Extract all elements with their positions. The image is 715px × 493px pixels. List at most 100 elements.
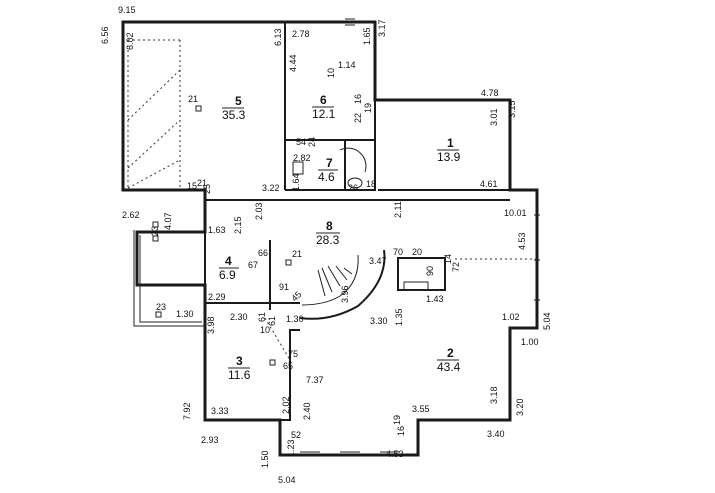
dimension: 1.50 bbox=[260, 450, 270, 468]
dimension: 14 bbox=[443, 254, 453, 264]
dimension: 3.20 bbox=[515, 398, 525, 416]
dimension: 2.15 bbox=[233, 216, 243, 234]
dimension: 3.17 bbox=[377, 19, 387, 37]
dimension: 2.40 bbox=[302, 402, 312, 420]
dimension-labels: 9.15 6.56 6.02 6.13 2.78 1.65 3.17 4.44 … bbox=[100, 5, 552, 485]
dimension: 10 bbox=[260, 325, 270, 335]
dimension: 2.93 bbox=[201, 435, 219, 445]
dimension: 4.53 bbox=[517, 232, 527, 250]
dimension: 2.78 bbox=[292, 29, 310, 39]
dimension: 4.78 bbox=[481, 88, 499, 98]
dimension: 2.02 bbox=[281, 396, 291, 414]
dimension: 2.11 bbox=[393, 201, 403, 218]
dimension: 4.44 bbox=[288, 54, 298, 72]
dimension: 3.47 bbox=[369, 256, 387, 266]
dimension: 22 bbox=[353, 113, 363, 123]
room-area: 4.6 bbox=[318, 170, 335, 184]
dimension: 75 bbox=[288, 349, 298, 359]
dimension: 23 bbox=[156, 302, 166, 312]
dimension: 6.13 bbox=[273, 28, 283, 46]
room-area: 11.6 bbox=[228, 368, 251, 382]
dimension: 6.02 bbox=[125, 32, 135, 50]
windows bbox=[300, 18, 540, 453]
dimension: 9.15 bbox=[118, 5, 136, 15]
dimension: 3.22 bbox=[262, 183, 280, 193]
room-number: 2 bbox=[447, 346, 454, 360]
dimension: 61 bbox=[267, 316, 277, 326]
dimension: 4.53 bbox=[386, 449, 404, 459]
dimension: 1.35 bbox=[394, 308, 404, 326]
room-number: 5 bbox=[235, 94, 242, 108]
dimension: 2.30 bbox=[230, 312, 248, 322]
dimension: 3.15 bbox=[507, 100, 517, 118]
dimension: 26 bbox=[348, 183, 358, 193]
room-area: 35.3 bbox=[222, 108, 246, 122]
dimension: 3.55 bbox=[412, 404, 430, 414]
dimension: 6.56 bbox=[100, 26, 110, 44]
dimension: 25 bbox=[202, 184, 212, 194]
dimension: 21 bbox=[188, 94, 198, 104]
dimension: 19 bbox=[392, 415, 402, 425]
dimension: 90 bbox=[425, 266, 435, 276]
dimension: 1.23 bbox=[286, 439, 296, 457]
dimension: 7.37 bbox=[306, 375, 324, 385]
dimension: 3.30 bbox=[370, 316, 388, 326]
dimension: 3.01 bbox=[489, 108, 499, 126]
dimension: 1.30 bbox=[176, 309, 194, 319]
dimension: 16 bbox=[353, 94, 363, 104]
dimension: 15 bbox=[187, 181, 197, 191]
dimension: 1.14 bbox=[338, 60, 356, 70]
room-number: 4 bbox=[225, 254, 232, 268]
dimension: 19 bbox=[363, 103, 373, 113]
exterior-wall bbox=[121, 20, 539, 457]
dimension: 2.03 bbox=[254, 202, 264, 220]
dimension: 2.62 bbox=[122, 210, 140, 220]
dimension: 1.64 bbox=[291, 173, 301, 191]
dimension: 3.18 bbox=[489, 386, 499, 404]
dimension: 4.61 bbox=[480, 179, 498, 189]
dimension: 45 bbox=[289, 289, 303, 303]
dimension: 4.07 bbox=[163, 212, 173, 230]
dimension: 7.92 bbox=[182, 402, 192, 420]
markers bbox=[152, 105, 292, 366]
dimension: 10 bbox=[326, 68, 336, 78]
dimension: 10.01 bbox=[504, 208, 527, 218]
bathroom-fixtures bbox=[292, 147, 367, 189]
dimension: 70 bbox=[393, 247, 403, 257]
room-number: 7 bbox=[326, 156, 333, 170]
room-number: 1 bbox=[447, 136, 454, 150]
annex-wall bbox=[133, 230, 205, 327]
dimension: 2.29 bbox=[208, 292, 226, 302]
dimension: 1.30 bbox=[286, 314, 304, 324]
dimension: 52 bbox=[291, 430, 301, 440]
dimension: 21 bbox=[197, 178, 207, 188]
room-labels: 5 35.3 6 12.1 1 13.9 7 4.6 8 28.3 4 6.9 … bbox=[219, 93, 461, 382]
room-number: 3 bbox=[236, 354, 243, 368]
dimension: 5.04 bbox=[542, 312, 552, 330]
dimension: 1.02 bbox=[502, 312, 520, 322]
room-area: 6.9 bbox=[219, 268, 236, 282]
garage-markings bbox=[127, 39, 181, 189]
dimension: 3.96 bbox=[340, 285, 350, 303]
dimension: 3.98 bbox=[206, 316, 216, 334]
dimension: 1.00 bbox=[521, 337, 539, 347]
room-number: 8 bbox=[326, 219, 333, 233]
room-area: 13.9 bbox=[437, 150, 461, 164]
dimension: 3.33 bbox=[211, 406, 229, 416]
room-number: 6 bbox=[320, 93, 327, 107]
dimension: 5.04 bbox=[278, 475, 296, 485]
dimension: 3.40 bbox=[487, 429, 505, 439]
dimension: 18 bbox=[366, 179, 376, 189]
dimension: 1.43 bbox=[426, 294, 444, 304]
dimension: 16 bbox=[396, 426, 406, 436]
dimension: 1.63 bbox=[208, 225, 226, 235]
dimension: 20 bbox=[412, 247, 422, 257]
dimension: 23 bbox=[150, 226, 160, 236]
room-area: 43.4 bbox=[437, 360, 461, 374]
reference-line bbox=[264, 317, 291, 361]
dimension: 61 bbox=[257, 312, 267, 322]
dimension: 21 bbox=[292, 249, 302, 259]
room-area: 12.1 bbox=[312, 107, 336, 121]
dimension: 67 bbox=[248, 260, 258, 270]
